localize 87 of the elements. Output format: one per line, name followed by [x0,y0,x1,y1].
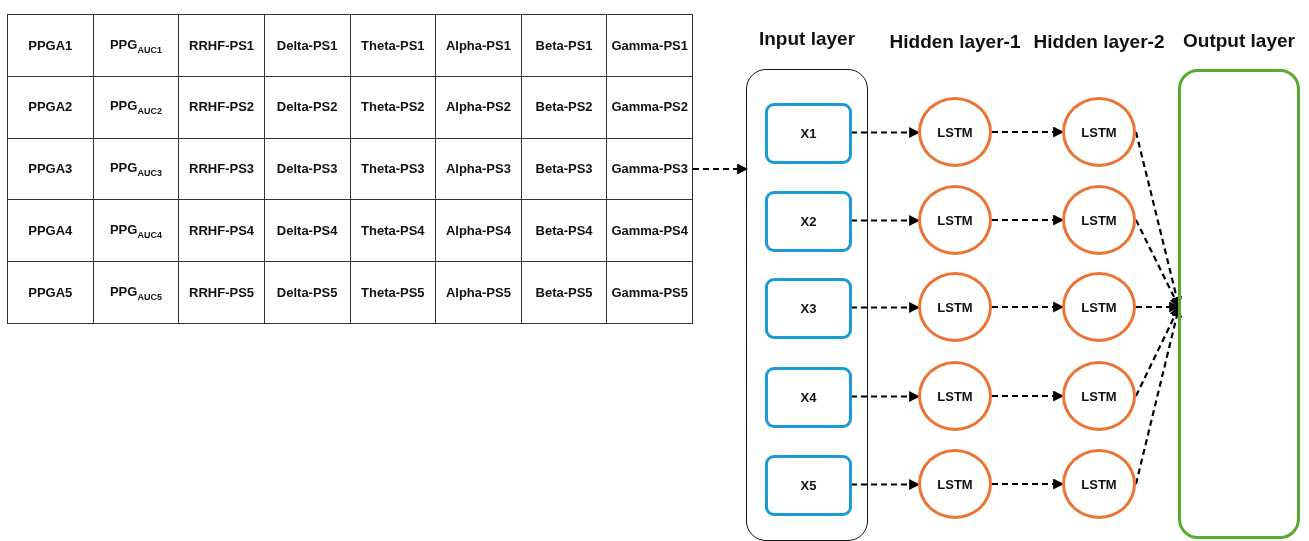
table-cell: Alpha-PS4 [435,199,522,262]
input-node-box [765,278,852,339]
arrow [1135,219,1180,308]
arrow [851,127,921,138]
table-cell: Theta-PS1 [350,14,436,77]
table-cell: Gamma-PS4 [606,199,693,262]
table-cell: PPGA4 [7,199,94,262]
lstm-label: LSTM [1081,124,1117,140]
lstm-node-circle [918,272,992,342]
input-node-box [765,103,852,164]
arrow [1136,301,1181,313]
arrow [992,390,1065,402]
table-cell: Gamma-PS1 [606,14,693,77]
lstm-node-circle [918,97,992,167]
input-label: X2 [800,214,817,229]
lstm-node-circle [1062,449,1136,519]
layer-heading: Hidden layer-2 [1033,31,1165,53]
lstm-node-circle [918,185,992,255]
table-cell: PPG$_{AUC3}$ [93,138,179,200]
lstm-label: LSTM [1081,212,1117,228]
arrow [851,215,921,226]
lstm-label: LSTM [937,476,973,492]
input-node-box [765,367,852,428]
input-node-box [765,455,852,516]
table-cell: Beta-PS3 [521,138,607,200]
layer-heading: Hidden layer-1 [889,31,1021,53]
table-cell: Theta-PS5 [350,261,436,324]
table-cell: RRHF-PS2 [178,76,265,139]
input-label: X4 [800,390,817,405]
lstm-node-circle [918,361,992,431]
table-cell: PPGA3 [7,138,94,200]
table-cell: Theta-PS2 [350,76,436,139]
table-cell: PPG$_{AUC5}$ [93,261,179,324]
lstm-node-circle [1062,361,1136,431]
table-cell: RRHF-PS4 [178,199,265,262]
table-cell: PPGA5 [7,261,94,324]
table-cell: Alpha-PS5 [435,261,522,324]
table-cell: Theta-PS4 [350,199,436,262]
table-cell: Alpha-PS3 [435,138,522,200]
lstm-label: LSTM [937,299,973,315]
lstm-label: LSTM [937,212,973,228]
lstm-node-circle [918,449,992,519]
lstm-node-circle [1062,97,1136,167]
table-cell: Gamma-PS2 [606,76,693,139]
table-cell: Gamma-PS5 [606,261,693,324]
input-node-box [765,191,852,252]
table-cell: RRHF-PS3 [178,138,265,200]
lstm-label: LSTM [1081,388,1117,404]
arrow [1135,306,1180,397]
lstm-node-circle [1062,185,1136,255]
arrow [851,479,921,490]
table-cell: Beta-PS1 [521,14,607,77]
arrow [992,478,1065,490]
table-cell: Delta-PS1 [264,14,350,77]
table-cell: RRHF-PS5 [178,261,265,324]
table-cell: Gamma-PS3 [606,138,693,200]
table-cell: PPG$_{AUC2}$ [93,76,179,139]
table-cell: Delta-PS4 [264,199,350,262]
table-cell: Delta-PS3 [264,138,350,200]
lstm-label: LSTM [1081,299,1117,315]
arrow [851,302,921,313]
table-cell: Delta-PS2 [264,76,350,139]
table-cell: Beta-PS2 [521,76,607,139]
table-cell: Delta-PS5 [264,261,350,324]
lstm-label: LSTM [937,388,973,404]
input-label: X1 [800,126,817,141]
table-cell: PPG$_{AUC1}$ [93,14,179,77]
arrow [693,163,749,175]
input-label: X5 [800,478,817,493]
table-cell: Beta-PS5 [521,261,607,324]
table-cell: PPGA1 [7,14,94,77]
arrow [992,214,1065,226]
arrow [992,126,1065,138]
lstm-node-circle [1062,272,1136,342]
table-cell: RRHF-PS1 [178,14,265,77]
arrow [992,301,1065,313]
arrow [851,391,921,402]
feature-table [7,14,693,324]
input-label: X3 [800,301,817,316]
lstm-label: LSTM [1081,476,1117,492]
lstm-label: LSTM [937,124,973,140]
table-cell: PPGA2 [7,76,94,139]
table-cell: Beta-PS4 [521,199,607,262]
table-cell: Theta-PS3 [350,138,436,200]
table-cell: Alpha-PS2 [435,76,522,139]
table-cell: Alpha-PS1 [435,14,522,77]
table-cell: PPG$_{AUC4}$ [93,199,179,262]
